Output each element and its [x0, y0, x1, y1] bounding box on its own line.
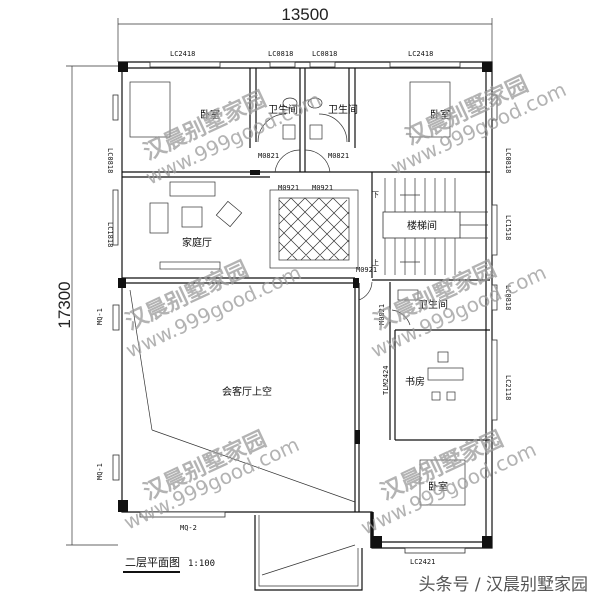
staircase [382, 178, 488, 275]
width-dimension: 13500 [281, 5, 328, 24]
door-label: M0921 [356, 266, 377, 274]
atrium-grid [269, 189, 359, 269]
walls [118, 61, 493, 549]
window-label: LC0818 [504, 148, 512, 173]
room-label-bathroom: 卫生间 [328, 103, 358, 116]
dimension-top: 13500 [117, 5, 493, 62]
window-label: LC0818 [268, 50, 293, 58]
room-label-bathroom: 卫生间 [268, 103, 298, 116]
door-label: M0821 [378, 304, 386, 325]
height-dimension: 17300 [55, 281, 74, 328]
door-label: M0821 [328, 152, 349, 160]
watermark: 汉晨别墅家园 www.999good.com 汉晨别墅家园 www.999goo… [120, 71, 570, 539]
room-label-family-hall: 家庭厅 [182, 236, 212, 249]
furniture [129, 81, 466, 506]
window-label: LC1818 [106, 222, 114, 247]
window-label: MQ-1 [96, 308, 104, 325]
room-label-bathroom: 卫生间 [418, 298, 448, 311]
window-label: LC2418 [170, 50, 195, 58]
window-label: LC0818 [106, 148, 114, 173]
door-label: M0821 [258, 152, 279, 160]
door-label: M0921 [312, 184, 333, 192]
dimension-left: 17300 [55, 65, 118, 546]
window-label: LC2418 [408, 50, 433, 58]
door-label: M0921 [278, 184, 299, 192]
room-label-stair: 楼梯间 [407, 219, 437, 232]
window-label: LC0818 [312, 50, 337, 58]
room-label-study: 书房 [405, 375, 425, 388]
window-label: MQ-2 [180, 524, 197, 532]
stair-down-label: 下 [372, 191, 379, 199]
window-label: LC0818 [504, 285, 512, 310]
balcony [254, 515, 363, 591]
room-label-void: 会客厅上空 [222, 385, 272, 398]
window-label: LC2421 [410, 558, 435, 566]
stair-up-label: 上 [372, 258, 379, 267]
drawing-scale: 1:100 [188, 559, 215, 569]
room-label-bedroom: 卧室 [428, 480, 448, 493]
door-label: TLM2424 [382, 365, 390, 395]
window-label: MQ-1 [96, 463, 104, 480]
room-label-bedroom: 卧室 [430, 108, 450, 121]
window-label: LC1518 [504, 215, 512, 240]
window-label: LC2118 [504, 375, 512, 400]
drawing-title: 二层平面图 [125, 556, 180, 569]
footer-credit: 头条号 / 汉晨别墅家园 [418, 575, 588, 595]
doors [257, 113, 411, 326]
room-label-bedroom: 卧室 [200, 108, 220, 121]
windows [112, 61, 498, 554]
